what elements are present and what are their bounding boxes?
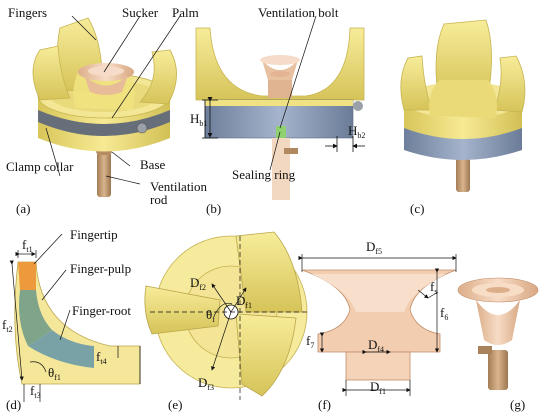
dim-h-b1: Hb1: [190, 111, 208, 128]
dim-d-f4: Df4: [368, 337, 385, 354]
caption-f: (f): [318, 397, 331, 412]
dim-f-t3: ft3: [30, 383, 41, 400]
dim-d-f3: Df3: [198, 375, 215, 392]
finger-pulp-region: [19, 290, 52, 346]
label-clamp-collar: Clamp collar: [6, 159, 74, 174]
dim-theta-f1: θf1: [48, 365, 61, 382]
label-finger-pulp: Finger-pulp: [70, 261, 132, 276]
caption-a: (a): [16, 201, 31, 216]
label-sealing-ring: Sealing ring: [232, 167, 296, 182]
dim-h-b2: Hb2: [348, 123, 366, 140]
dim-f-s: fs: [430, 279, 438, 296]
fingertip-region: [18, 262, 36, 290]
label-ventilation-bolt: Ventilation bolt: [258, 5, 339, 20]
dim-f-t2: ft2: [2, 317, 13, 334]
ventilation-rod-a: [97, 152, 111, 197]
finger-root-region: [28, 330, 94, 368]
panel-g-sucker-3d: [457, 277, 539, 390]
caption-d: (d): [6, 397, 22, 412]
dim-d-f1-e: Df1: [236, 293, 253, 310]
label-finger-root: Finger-root: [72, 303, 131, 318]
dim-d-f2: Df2: [190, 275, 207, 292]
label-ventilation-rod-1: Ventilation: [150, 179, 208, 194]
dim-f-t4: ft4: [96, 349, 107, 366]
panel-b-section: [195, 27, 365, 200]
caption-b: (b): [206, 201, 222, 216]
finger-back-c: [435, 19, 492, 97]
label-fingertip: Fingertip: [70, 227, 118, 242]
dim-d-f1-f: Df1: [370, 379, 387, 396]
panel-c-view: [400, 19, 526, 192]
panel-e-top-view: [144, 231, 310, 400]
dim-theta-f: θf: [206, 307, 215, 324]
dim-d-f5: Df5: [366, 239, 383, 256]
sealing-ring-b: [276, 126, 286, 138]
dim-f-6: f6: [440, 305, 449, 322]
panel-d-finger-profile: [9, 233, 141, 402]
sucker-rod-g: [488, 350, 508, 390]
label-sucker: Sucker: [122, 5, 159, 20]
leader-lines: [45, 15, 317, 185]
caption-g: (g): [510, 397, 526, 412]
label-palm: Palm: [172, 5, 199, 20]
label-ventilation-rod-2: rod: [150, 192, 168, 207]
dim-f-t1: ft1: [22, 237, 33, 254]
caption-e: (e): [168, 397, 183, 412]
dim-f-7: f7: [306, 333, 315, 350]
label-fingers: Fingers: [8, 5, 47, 20]
panel-a-gripper: [32, 17, 177, 197]
label-base: Base: [140, 157, 166, 172]
panel-f-sucker-section: [298, 254, 457, 396]
caption-c: (c): [410, 201, 425, 216]
